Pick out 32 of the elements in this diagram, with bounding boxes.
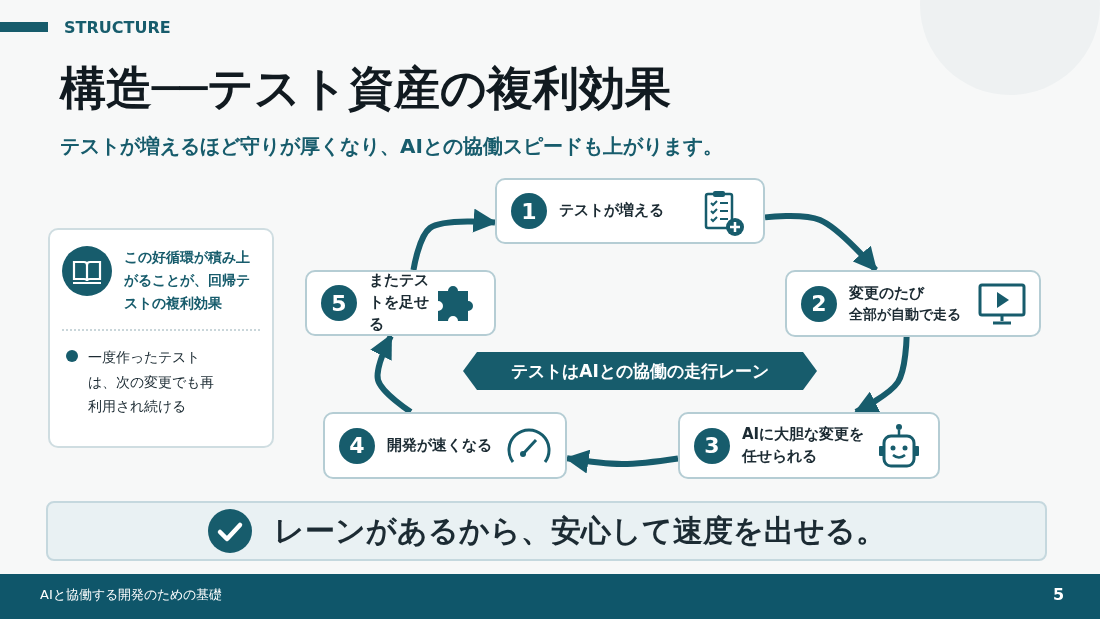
cycle-arrow [564, 449, 679, 474]
step-number: 4 [339, 427, 375, 464]
conclusion-banner [46, 501, 1047, 561]
step-card [785, 270, 1041, 337]
step-number: 5 [321, 285, 357, 321]
step-number: 2 [801, 285, 837, 322]
note-card [48, 228, 274, 448]
step-text: AIに大胆な変更を任せられる [742, 423, 866, 467]
step-card [323, 412, 567, 479]
step-text: 変更のたび [849, 282, 926, 304]
cycle-arrow [410, 208, 498, 271]
cycle-arrow [853, 336, 910, 415]
conclusion-text: レーンがあるから、安心して速度を出せる。 [273, 511, 886, 550]
subtitle: テストが増えるほど守りが厚くなり、AIとの協働スピードも上がります。 [60, 133, 723, 160]
step-card [305, 270, 496, 336]
step-card [678, 412, 940, 479]
cycle-arrow [764, 213, 878, 272]
page-number: 5 [1053, 585, 1065, 604]
step-text: テストが増える [559, 200, 665, 222]
card-heading: この好循環が積み上がることが、回帰テストの複利効果 [124, 248, 251, 314]
lane-text: テストはAIとの協働の走行レーン [511, 359, 769, 383]
section-label: STRUCTURE [64, 18, 171, 37]
step-text: 全部が自動で走る [849, 304, 962, 324]
step-card [495, 178, 765, 244]
cycle-arrow [370, 333, 413, 415]
slide-title: 構造──テスト資産の複利効果 [60, 60, 672, 117]
bullet-text: 一度作ったテストは、次の変更でも再利用され続ける [88, 348, 215, 417]
step-number: 3 [694, 427, 730, 464]
step-text: 開発が速くなる [387, 434, 493, 456]
footer-text: AIと協働する開発のための基礎 [40, 586, 222, 604]
step-text: またテストを足せる [369, 270, 430, 335]
step-number: 1 [511, 193, 547, 229]
